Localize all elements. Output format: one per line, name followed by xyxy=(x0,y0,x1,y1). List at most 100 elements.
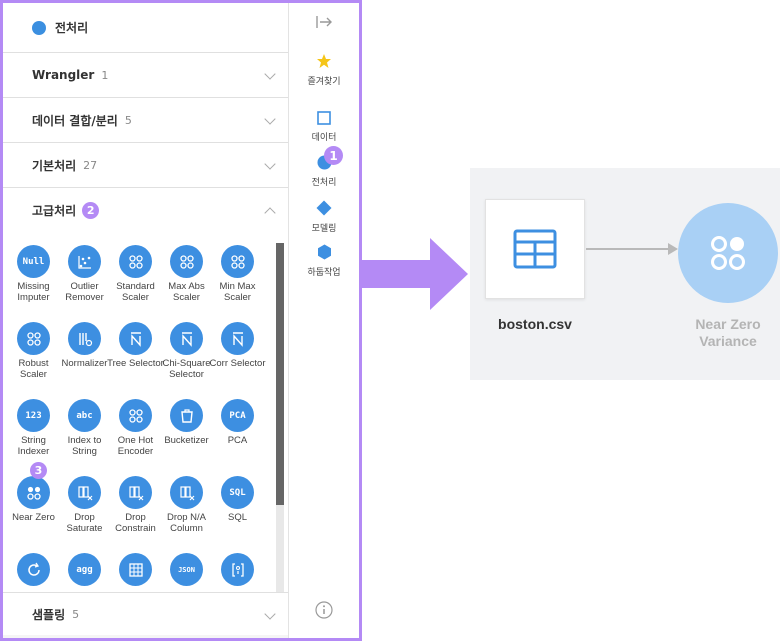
node-one-hot-encoder[interactable]: One Hot Encoder xyxy=(110,399,161,476)
drop-column-icon xyxy=(119,476,152,509)
near-zero-variance-node[interactable] xyxy=(678,203,778,303)
node-label: Missing Imputer xyxy=(17,281,50,303)
node-label: Chi-Square Selector xyxy=(162,358,211,380)
node-outlier-remover[interactable]: Outlier Remover xyxy=(59,245,110,322)
rail-item-data[interactable]: 데이터 xyxy=(289,111,359,143)
node-table[interactable] xyxy=(110,553,161,592)
info-button[interactable] xyxy=(289,601,359,619)
section-wrangler[interactable]: Wrangler 1 xyxy=(3,53,288,98)
rail-item-modeling[interactable]: 모델링 xyxy=(289,200,359,234)
node-label: Min Max Scaler xyxy=(219,281,256,303)
node-min-max-scaler[interactable]: Min Max Scaler xyxy=(212,245,263,322)
node-corr-selector[interactable]: Corr Selector xyxy=(210,322,265,399)
node-sql[interactable]: SQL SQL xyxy=(212,476,263,553)
node-normalizer[interactable]: Normalizer xyxy=(59,322,110,399)
step-badge: 3 xyxy=(30,462,47,479)
section-label: Wrangler xyxy=(32,68,95,82)
collapse-panel-button[interactable] xyxy=(289,15,359,29)
outlier-icon xyxy=(68,245,101,278)
normalizer-icon xyxy=(68,322,101,355)
chevron-down-icon xyxy=(264,608,276,620)
rail-item-preprocess[interactable]: 전처리 xyxy=(289,155,359,188)
section-sampling[interactable]: 샘플링 5 xyxy=(3,593,288,635)
node-label: Drop N/A Column xyxy=(166,512,207,534)
node-label: Standard Scaler xyxy=(116,281,155,303)
rail-label: 즐겨찾기 xyxy=(307,77,341,87)
section-label: 기본처리 xyxy=(32,158,77,173)
workflow-canvas[interactable]: boston.csv Near Zero Variance xyxy=(470,168,780,380)
scaler-icon xyxy=(119,245,152,278)
scrollbar-thumb[interactable] xyxy=(276,243,284,505)
drop-column-icon xyxy=(68,476,101,509)
node-drop-saturate[interactable]: Drop Saturate xyxy=(59,476,110,553)
encoder-icon xyxy=(119,399,152,432)
pca-icon: PCA xyxy=(221,399,254,432)
node-label: One Hot Encoder xyxy=(117,435,154,457)
rail-label: 하둡작업 xyxy=(307,268,341,278)
diamond-icon xyxy=(316,200,332,216)
section-label: 데이터 결합/분리 xyxy=(32,113,118,128)
bucket-icon xyxy=(170,399,203,432)
node-label: Tree Selector xyxy=(107,358,164,369)
section-label: 샘플링 xyxy=(32,607,66,622)
node-label: Max Abs Scaler xyxy=(168,281,205,303)
section-count: 5 xyxy=(124,113,132,127)
node-label: Near Zero xyxy=(12,512,55,523)
node-agg[interactable]: agg xyxy=(59,553,110,592)
rail-label: 데이터 xyxy=(311,133,337,143)
section-count: 5 xyxy=(72,607,80,621)
star-icon xyxy=(317,54,331,68)
node-drop-na-column[interactable]: Drop N/A Column xyxy=(161,476,212,553)
near-zero-label-line1: Near Zero xyxy=(695,316,761,332)
node-max-abs-scaler[interactable]: Max Abs Scaler xyxy=(161,245,212,322)
chevron-down-icon xyxy=(264,158,276,170)
chevron-down-icon xyxy=(264,68,276,80)
node-label: Drop Saturate xyxy=(66,512,103,534)
table-icon xyxy=(513,229,557,269)
section-advanced[interactable]: 고급처리 2 xyxy=(3,188,288,233)
table-icon xyxy=(119,553,152,586)
near-zero-node-label: Near Zero Variance xyxy=(668,316,780,350)
section-data-join[interactable]: 데이터 결합/분리 5 xyxy=(3,98,288,143)
panel-header: 전처리 xyxy=(3,3,288,53)
letters-icon: abc xyxy=(68,399,101,432)
node-label: Index to String xyxy=(67,435,102,457)
node-pca[interactable]: PCA PCA xyxy=(212,399,263,476)
node-label: SQL xyxy=(227,512,247,523)
scaler-icon xyxy=(221,245,254,278)
node-tree-selector[interactable]: Tree Selector xyxy=(107,322,164,399)
preprocess-dot-icon xyxy=(32,20,46,35)
node-bracket[interactable] xyxy=(212,553,263,592)
node-label: PCA xyxy=(227,435,248,446)
chevron-down-icon xyxy=(264,113,276,125)
node-bucketizer[interactable]: Bucketizer xyxy=(161,399,212,476)
section-basic[interactable]: 기본처리 27 xyxy=(3,143,288,188)
selector-icon xyxy=(119,322,152,355)
drop-column-icon xyxy=(170,476,203,509)
section-label: 고급처리 xyxy=(32,204,77,218)
node-standard-scaler[interactable]: Standard Scaler xyxy=(110,245,161,322)
scaler-icon xyxy=(17,322,50,355)
node-drop-constrain[interactable]: Drop Constrain xyxy=(110,476,161,553)
node-json[interactable]: JSON xyxy=(161,553,212,592)
near-zero-icon xyxy=(711,236,745,270)
category-rail: 즐겨찾기 데이터 전처리 1 모델링 하둡작업 xyxy=(289,3,359,638)
selector-icon xyxy=(221,322,254,355)
rail-item-favorites[interactable]: 즐겨찾기 xyxy=(289,53,359,87)
node-chi-square-selector[interactable]: Chi-Square Selector xyxy=(161,322,212,399)
sql-icon: SQL xyxy=(221,476,254,509)
dataset-node[interactable] xyxy=(485,199,585,299)
node-refresh[interactable] xyxy=(8,553,59,592)
rail-item-hadoop[interactable]: 하둡작업 xyxy=(289,244,359,278)
square-icon xyxy=(317,111,331,125)
node-palette-panel: 전처리 Wrangler 1 데이터 결합/분리 5 기본처리 27 고급처리 … xyxy=(3,3,289,638)
node-label: Robust Scaler xyxy=(18,358,49,380)
info-icon xyxy=(315,601,333,619)
node-robust-scaler[interactable]: Robust Scaler xyxy=(8,322,59,399)
selector-icon xyxy=(170,322,203,355)
node-label: String Indexer xyxy=(17,435,50,457)
